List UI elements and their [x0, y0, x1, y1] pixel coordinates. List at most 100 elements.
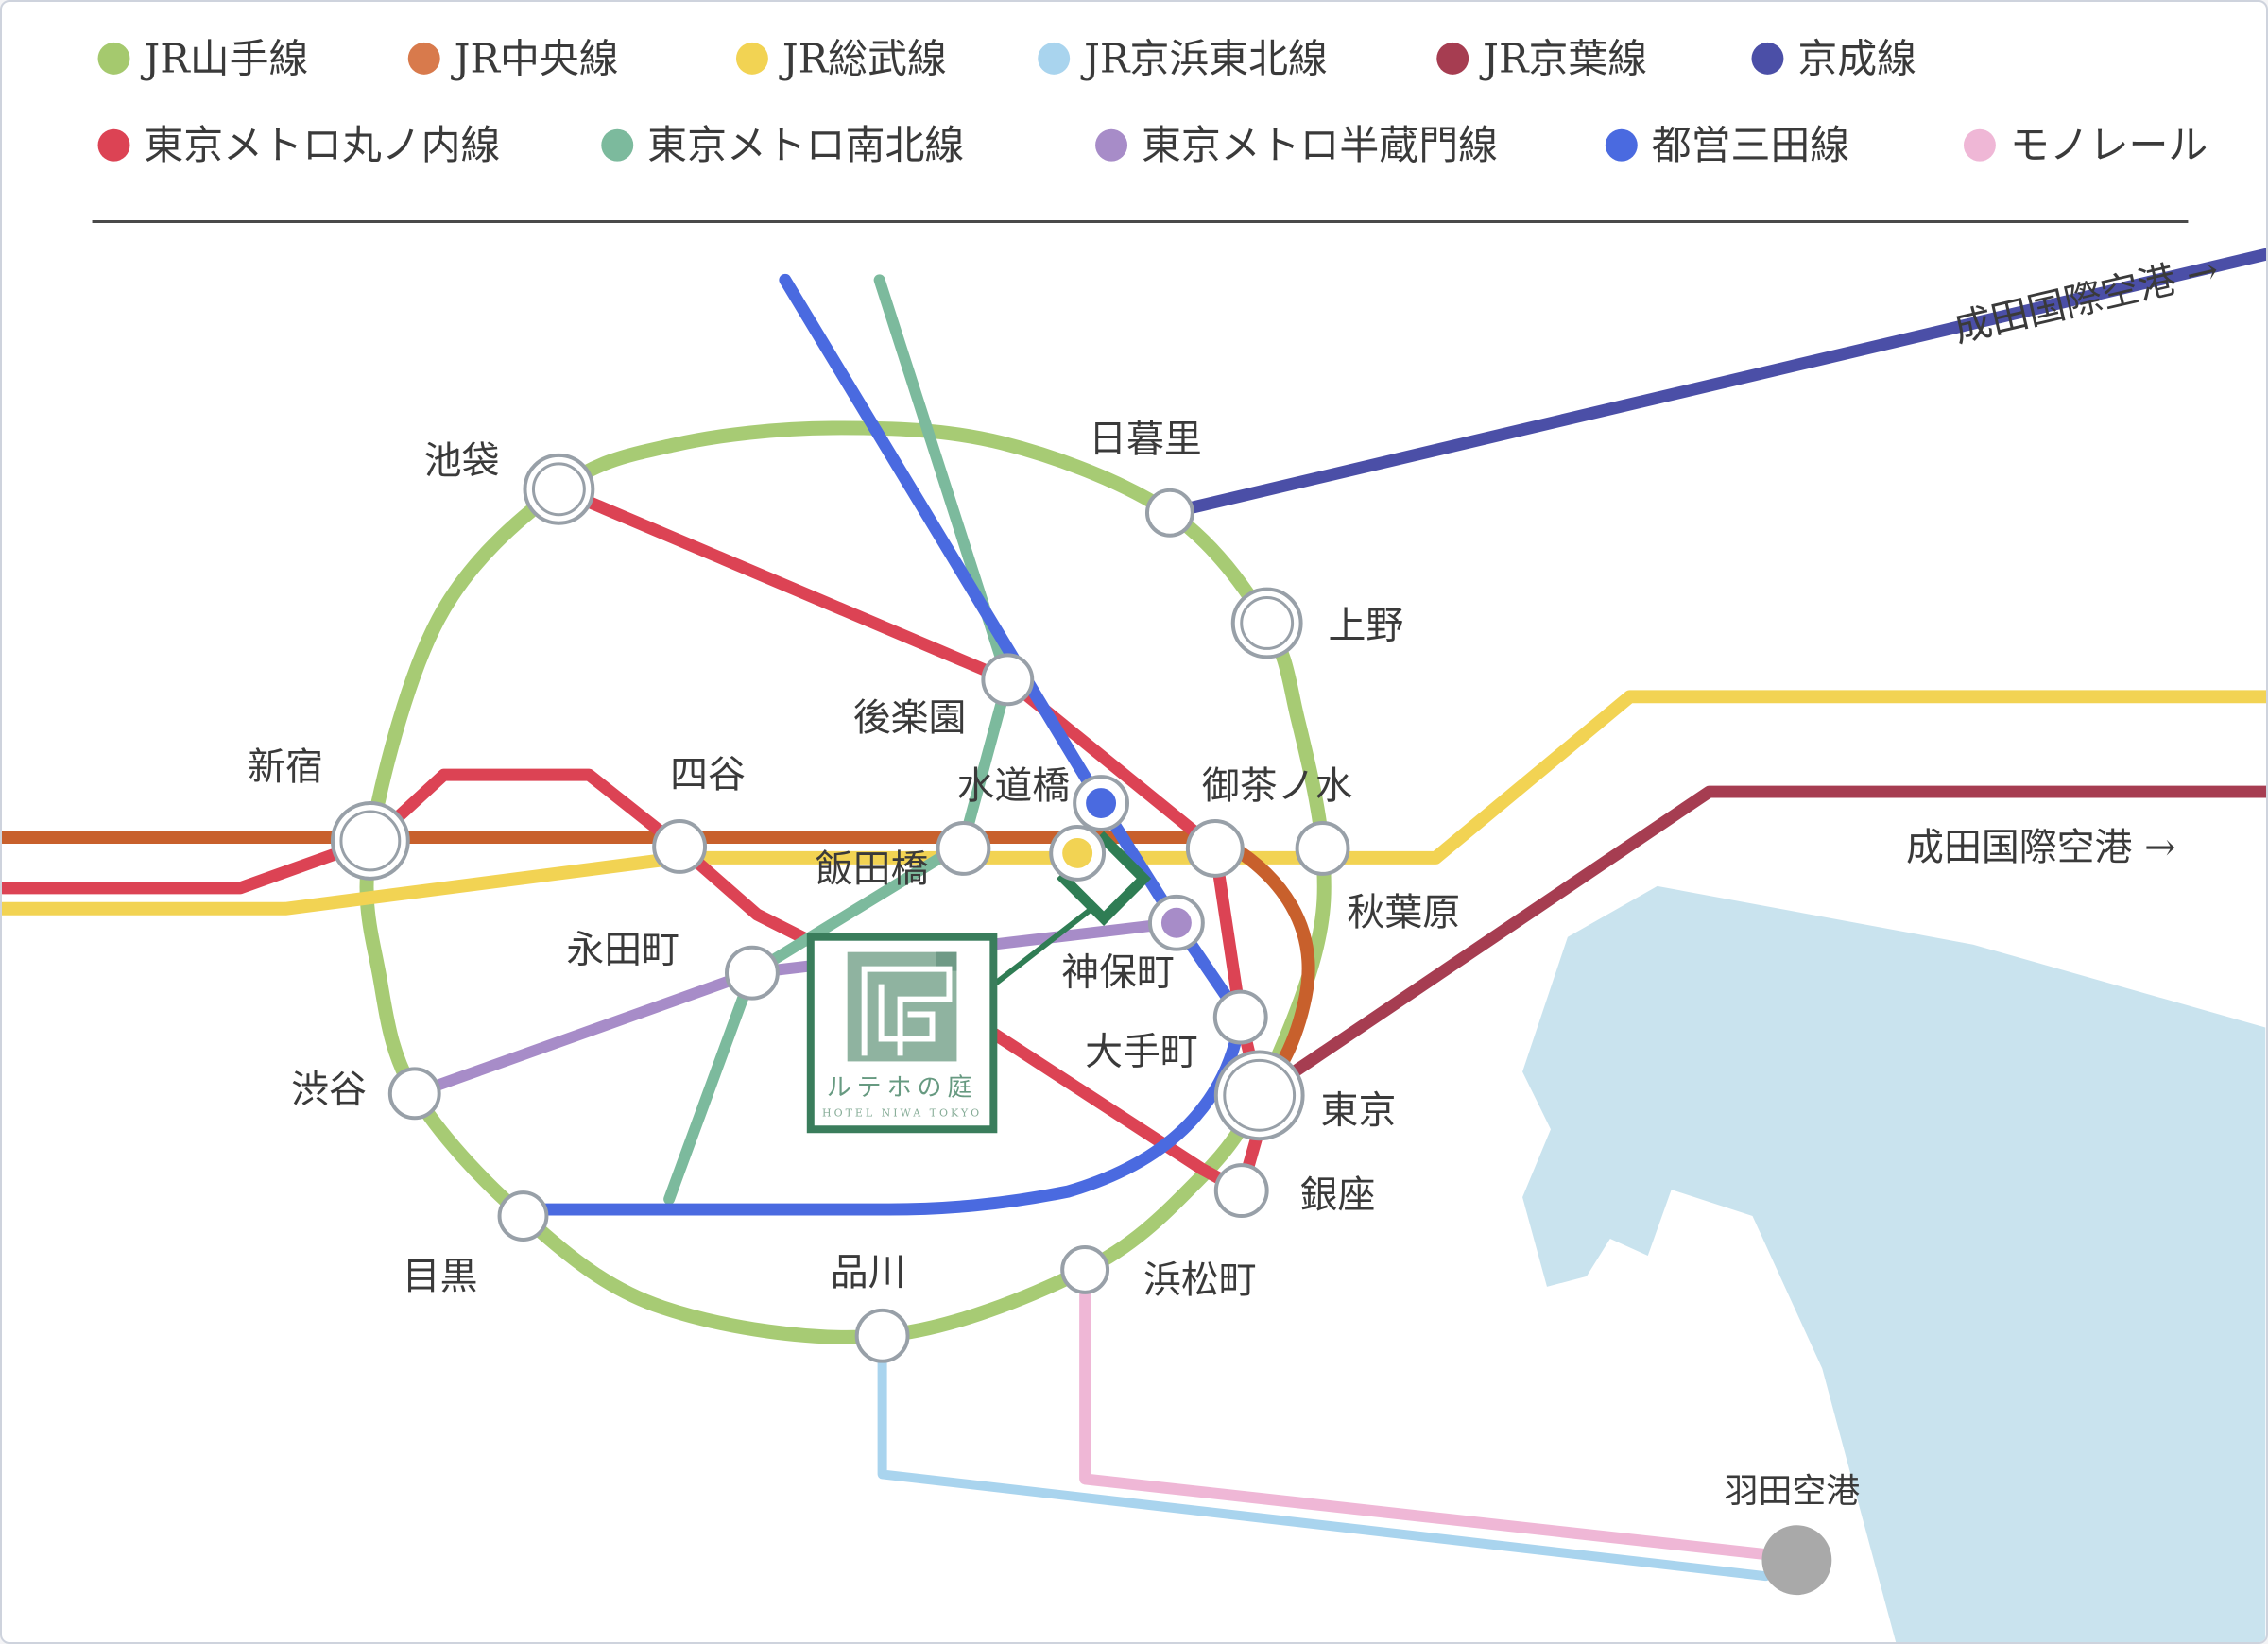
- legend-label-jr-chuo: JR中央線: [451, 35, 619, 81]
- legend-dot-monorail-icon: [1963, 128, 1996, 162]
- legend-item-jr-keiyo: JR京葉線: [1436, 35, 1647, 81]
- label-shinagawa: 品川: [831, 1251, 906, 1294]
- legend-dot-toei-mita-icon: [1605, 128, 1638, 162]
- station-inner-ring: [531, 462, 586, 517]
- station-yotsuya: 四谷: [652, 753, 746, 874]
- legend-item-jr-yamanote: JR山手線: [97, 35, 308, 81]
- label-yotsuya: 四谷: [670, 753, 746, 796]
- legend-item-jr-sobu: JR総武線: [735, 35, 947, 81]
- station-ueno: 上野: [1230, 587, 1403, 659]
- station-nagatacho: 永田町: [566, 929, 780, 1001]
- legend-item-jr-keihin-tohoku: JR京浜東北線: [1038, 35, 1328, 81]
- hotel-name-en: HOTEL NIWA TOKYO: [822, 1106, 982, 1119]
- legend-label-jr-sobu: JR総武線: [779, 35, 947, 81]
- label-tokyo: 東京: [1321, 1088, 1397, 1132]
- station-inner-ring: [1223, 1058, 1297, 1132]
- legend-item-monorail: モノレール: [1963, 122, 2208, 168]
- line-keiyo: [1253, 785, 2266, 1102]
- station-jimbocho: 神保町: [1061, 894, 1205, 995]
- legend-dot-metro-namboku-icon: [601, 128, 634, 162]
- label-meguro: 目黒: [403, 1255, 478, 1298]
- station-iidabashi: 飯田橋: [816, 821, 991, 891]
- station-shinjuku: 新宿: [248, 745, 410, 881]
- label-ikebukuro: 池袋: [424, 439, 500, 483]
- station-circle: [1060, 1244, 1110, 1294]
- station-circle: [1144, 488, 1194, 538]
- legend-item-metro-marunouchi: 東京メトロ丸ノ内線: [97, 122, 500, 168]
- legend-dot-keisei-icon: [1751, 42, 1784, 75]
- legend-item-metro-namboku: 東京メトロ南北線: [601, 122, 964, 168]
- station-ikebukuro: 池袋: [424, 439, 595, 525]
- station-otemachi: 大手町: [1085, 989, 1268, 1073]
- station-circle: [1295, 821, 1350, 876]
- station-nippori: 日暮里: [1089, 418, 1202, 538]
- station-shibuya: 渋谷: [291, 1067, 441, 1121]
- station-inner-ring: [1240, 596, 1295, 650]
- legend-dot-jr-chuo-icon: [407, 42, 440, 75]
- station-line-dot: [1086, 788, 1117, 819]
- legend-label-jr-keiyo: JR京葉線: [1479, 35, 1647, 81]
- station-shinagawa: 品川: [831, 1251, 910, 1363]
- label-shinjuku: 新宿: [248, 745, 323, 789]
- station-suidobashi-mita: [1073, 775, 1130, 831]
- station-circle: [497, 1190, 549, 1242]
- label-haneda-airport: 羽田空港: [1725, 1472, 1861, 1511]
- legend-item-jr-chuo: JR中央線: [407, 35, 619, 81]
- line-mita: [538, 273, 1247, 1216]
- hotel-name-jp: ルテホの庭: [827, 1073, 978, 1102]
- legend-label-metro-hanzomon: 東京メトロ半蔵門線: [1142, 122, 1498, 168]
- legend-dot-jr-keiyo-icon: [1436, 42, 1469, 75]
- station-circle: [1230, 587, 1303, 659]
- label-nippori: 日暮里: [1089, 418, 1202, 461]
- station-circle: [330, 801, 410, 881]
- station-line-dot: [1160, 907, 1192, 938]
- legend-item-metro-hanzomon: 東京メトロ半蔵門線: [1095, 122, 1498, 168]
- station-circle: [652, 819, 708, 874]
- legend-dot-jr-yamanote-icon: [97, 42, 130, 75]
- label-suidobashi-sobu: 水道橋: [956, 764, 1070, 808]
- legend-dot-metro-marunouchi-icon: [97, 128, 130, 162]
- station-circle: [1213, 1163, 1269, 1219]
- label-iidabashi: 飯田橋: [816, 848, 929, 891]
- line-monorail: [1079, 1263, 1781, 1562]
- label-narita-via-keiyo: 成田国際空港 →: [1906, 826, 2175, 869]
- station-circle: [936, 821, 991, 876]
- label-ginza: 銀座: [1300, 1173, 1376, 1217]
- label-nagatacho: 永田町: [566, 929, 679, 972]
- station-hamamatsucho: 浜松町: [1060, 1244, 1257, 1302]
- station-circle: [1185, 819, 1245, 878]
- line-yamanote: [359, 420, 1332, 1344]
- legend-label-monorail: モノレール: [2010, 122, 2208, 168]
- line-marunouchi: [2, 483, 1266, 1197]
- legend-dot-jr-sobu-icon: [735, 42, 768, 75]
- line-keihin: [877, 1330, 1771, 1582]
- station-circle: [523, 453, 595, 525]
- station-circle: [1761, 1525, 1832, 1596]
- station-korakuen: 後楽園: [853, 653, 1035, 740]
- station-circle: [1213, 1050, 1305, 1141]
- station-inner-ring: [339, 810, 402, 872]
- water-tokyo-bay: [1522, 885, 2266, 1642]
- legend-item-toei-mita: 都営三田線: [1605, 122, 1849, 168]
- station-ochanomizu: 御茶ノ水: [1185, 764, 1353, 878]
- legend-dot-jr-keihin-tohoku-icon: [1038, 42, 1071, 75]
- station-ginza: 銀座: [1213, 1163, 1376, 1219]
- station-circle: [981, 653, 1035, 707]
- legend-label-jr-keihin-tohoku: JR京浜東北線: [1080, 35, 1328, 81]
- station-circle: [387, 1067, 441, 1121]
- station-circle: [854, 1308, 910, 1363]
- label-narita-via-keisei: 成田国際空港 →: [1950, 248, 2222, 351]
- label-korakuen: 後楽園: [853, 696, 967, 740]
- legend-label-toei-mita: 都営三田線: [1652, 122, 1849, 168]
- label-shibuya: 渋谷: [291, 1068, 367, 1111]
- station-line-dot: [1062, 837, 1093, 868]
- station-suidobashi-sobu: 水道橋: [956, 764, 1107, 882]
- label-ochanomizu: 御茶ノ水: [1202, 764, 1353, 808]
- label-akihabara: 秋葉原: [1348, 891, 1461, 934]
- legend-label-metro-marunouchi: 東京メトロ丸ノ内線: [144, 122, 500, 168]
- legend-label-keisei: 京成線: [1797, 35, 1916, 81]
- hotel-logo-stroke-outer: [861, 966, 953, 1056]
